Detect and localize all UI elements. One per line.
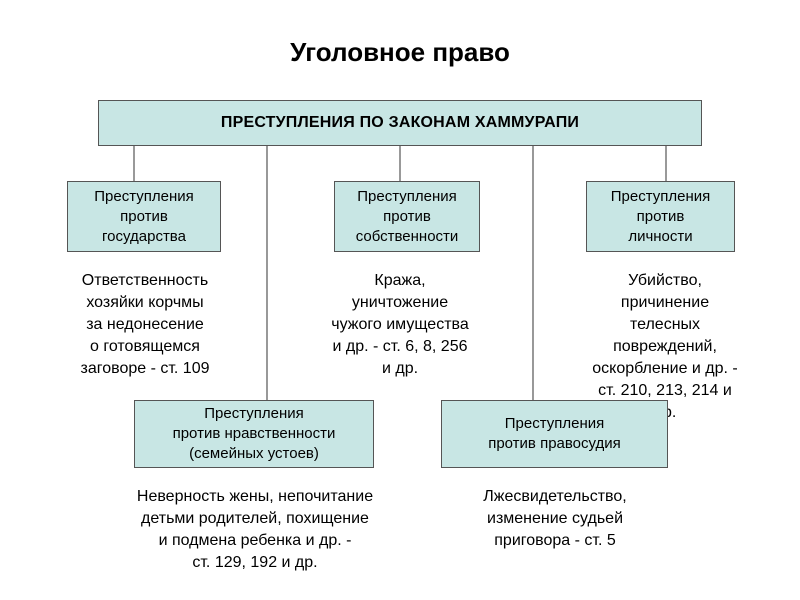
- category-box-person: Преступления против личности: [586, 181, 735, 252]
- category-description-property: Кража, уничтожение чужого имущества и др…: [331, 272, 469, 377]
- category-box-state: Преступления против государства: [67, 181, 221, 252]
- category-description-morality: Неверность жены, непочитание детьми роди…: [136, 488, 374, 571]
- category-description-state: Ответственность хозяйки корчмы за недоне…: [80, 272, 210, 377]
- category-box-property: Преступления против собственности: [334, 181, 480, 252]
- category-box-morality: Преступления против нравственности (семе…: [134, 400, 374, 468]
- main-box: ПРЕСТУПЛЕНИЯ ПО ЗАКОНАМ ХАММУРАПИ: [98, 100, 702, 146]
- category-description-justice: Лжесвидетельство, изменение судьей приго…: [483, 488, 627, 549]
- category-box-justice: Преступления против правосудия: [441, 400, 668, 468]
- category-description-person: Убийство, причинение телесных повреждени…: [592, 272, 738, 421]
- page-title: Уголовное право: [290, 37, 510, 67]
